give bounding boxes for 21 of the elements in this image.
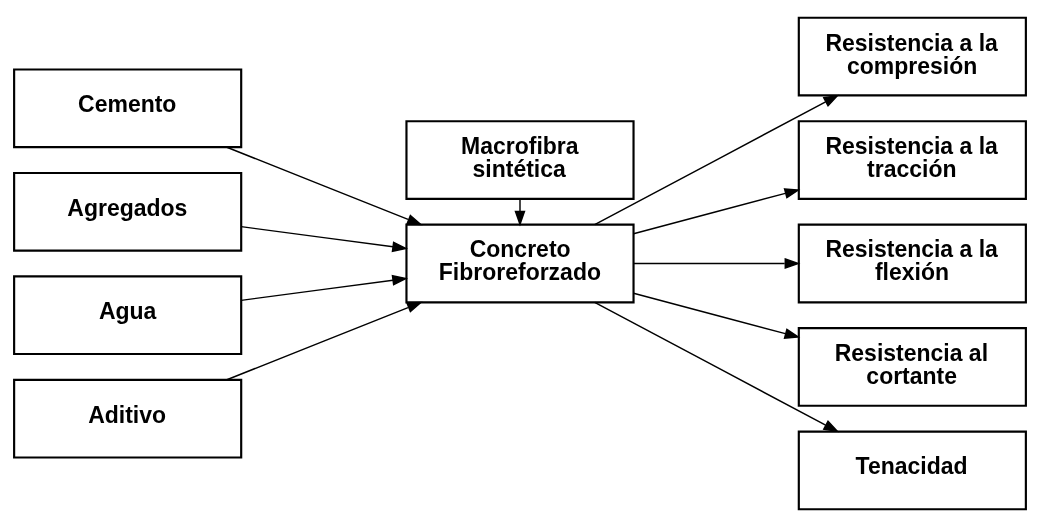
node-box: Concreto Fibroreforzado bbox=[405, 223, 635, 303]
arrow bbox=[226, 301, 423, 380]
arrow bbox=[226, 146, 423, 225]
node-box: Resistencia a la compresión bbox=[797, 16, 1027, 96]
node-box: Tenacidad bbox=[797, 430, 1027, 510]
node-box: Agua bbox=[13, 274, 243, 355]
node-box: Agregados bbox=[13, 171, 243, 252]
arrow bbox=[632, 257, 801, 269]
arrow bbox=[240, 274, 409, 301]
arrow bbox=[593, 301, 840, 432]
node-box: Aditivo bbox=[13, 378, 243, 459]
node-box: Macrofibra sintética bbox=[405, 119, 635, 200]
arrow bbox=[632, 292, 801, 339]
node-box: Cemento bbox=[13, 67, 243, 148]
node-box: Resistencia al cortante bbox=[797, 326, 1027, 407]
arrow bbox=[593, 94, 840, 225]
node-box: Resistencia a la flexión bbox=[797, 223, 1027, 303]
arrow bbox=[632, 187, 801, 234]
node-box: Resistencia a la tracción bbox=[797, 119, 1027, 200]
arrow bbox=[240, 225, 409, 252]
arrow bbox=[514, 197, 526, 226]
